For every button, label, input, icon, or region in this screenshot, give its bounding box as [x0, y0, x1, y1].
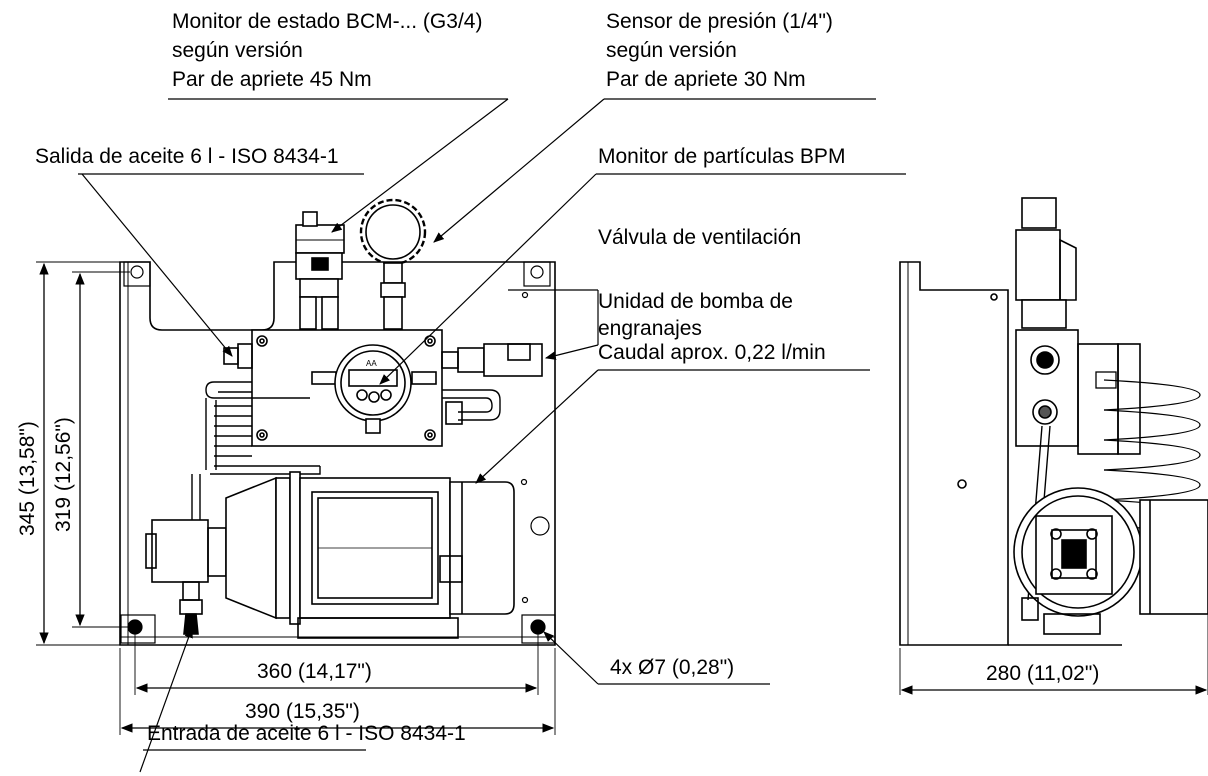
vent-valve-icon [441, 343, 543, 377]
leader-lines [78, 98, 906, 773]
oil-outlet-callout: Salida de aceite 6 l - ISO 8434-1 [35, 145, 339, 168]
width-inner-dimension: 360 (14,17") [257, 660, 372, 683]
coil-tube-icon [191, 381, 501, 520]
bcm-monitor-callout-line1: Monitor de estado BCM-... (G3/4) [172, 10, 483, 33]
bcm-monitor-callout-line2: según versión [172, 39, 303, 62]
dimension-lines [36, 261, 1208, 735]
motor-icon [297, 477, 515, 639]
gear-pump-callout-line3: Caudal aprox. 0,22 l/min [598, 341, 826, 364]
width-outer-dimension: 390 (15,35") [245, 700, 360, 723]
gear-pump-callout-line1: Unidad de bomba de [598, 290, 793, 313]
height-inner-dimension: 319 (12,56") [52, 417, 75, 532]
side-base-plate [899, 261, 1009, 646]
side-view [899, 197, 1208, 646]
particle-monitor-callout: Monitor de partículas BPM [598, 145, 846, 168]
particle-monitor-icon [311, 344, 437, 434]
bcm-monitor-callout-line3: Par de apriete 45 Nm [172, 68, 372, 91]
front-view: AA [119, 198, 556, 646]
bell-housing [225, 476, 277, 620]
display-label: AA [366, 359, 377, 368]
vent-valve-callout: Válvula de ventilación [598, 226, 802, 249]
gear-pump-icon [145, 519, 227, 635]
pressure-sensor-callout-line3: Par de apriete 30 Nm [606, 68, 806, 91]
gear-pump-callout-line2: engranajes [598, 317, 702, 340]
depth-dimension: 280 (11,02") [986, 662, 1100, 685]
pressure-sensor-callout-line1: Sensor de presión (1/4") [606, 10, 833, 33]
height-outer-dimension: 345 (13,58") [16, 421, 39, 536]
pressure-sensor-callout-line2: según versión [606, 39, 737, 62]
mounting-holes-callout: 4x Ø7 (0,28") [610, 656, 735, 679]
pressure-gauge-icon [359, 198, 427, 330]
bcm-monitor-icon [295, 211, 345, 330]
oil-outlet-fitting-icon [223, 343, 253, 369]
oil-inlet-callout: Entrada de aceite 6 l - ISO 8434-1 [147, 722, 466, 745]
